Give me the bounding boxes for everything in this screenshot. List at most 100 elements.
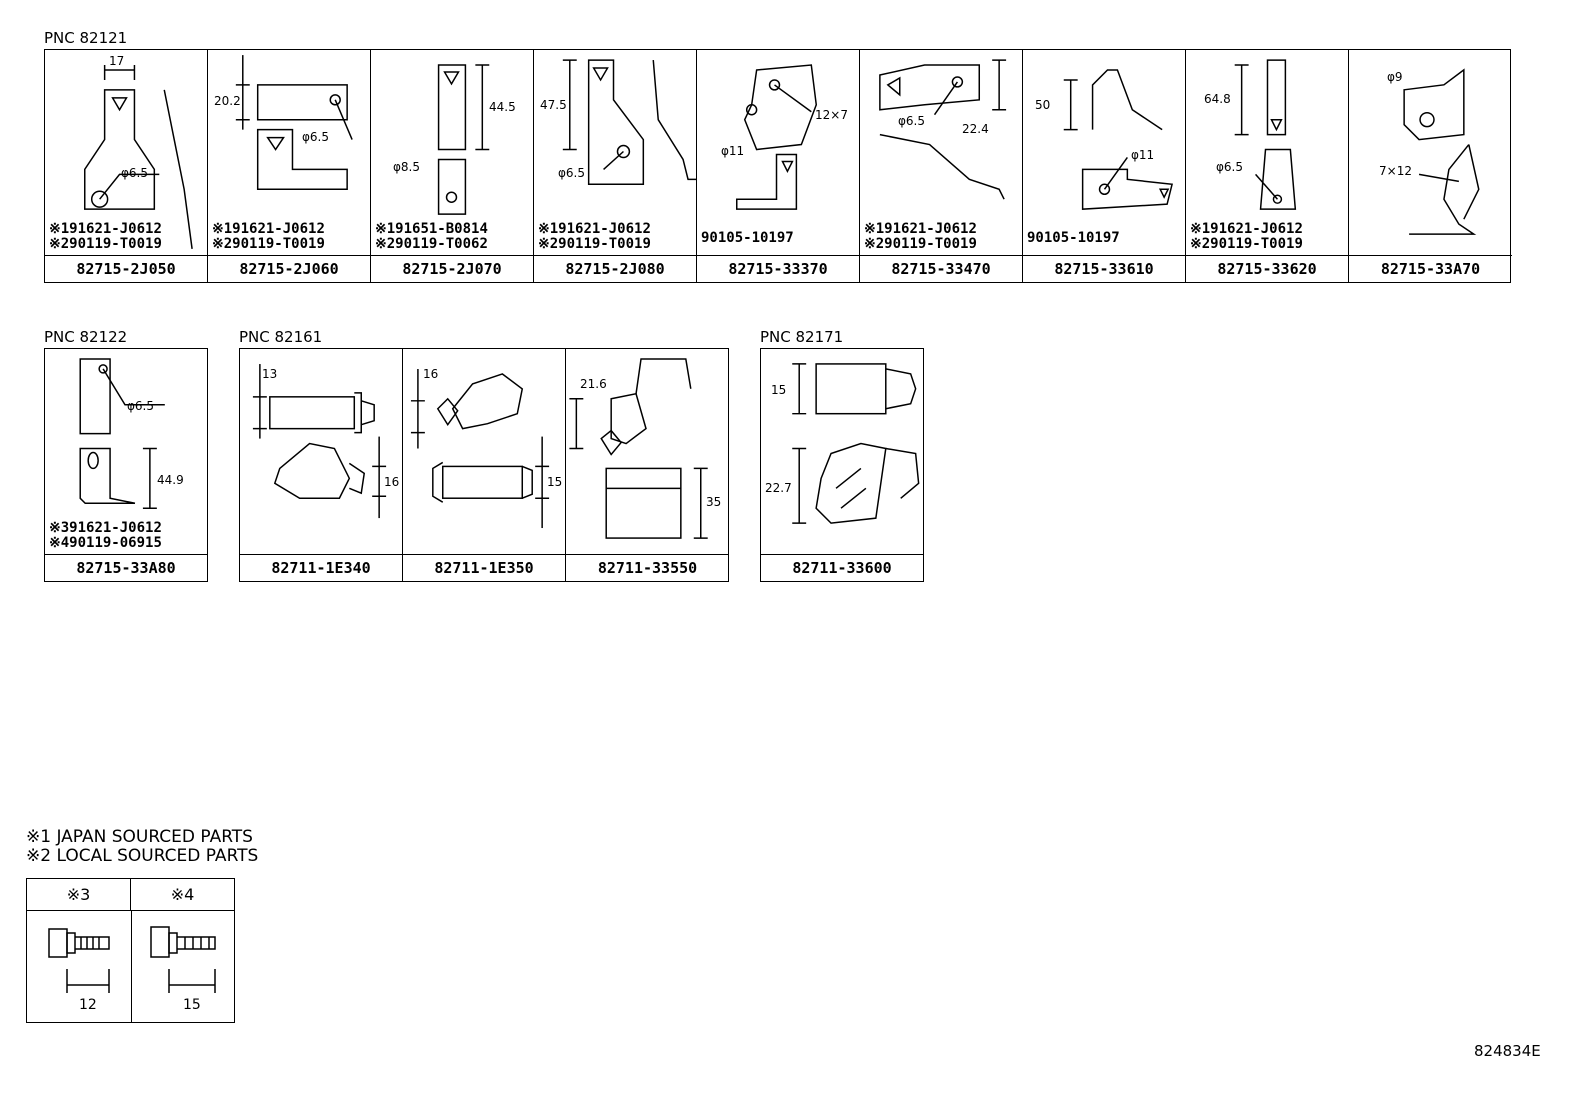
part-cell[interactable]: 13 16 82711-1E340 — [240, 349, 403, 581]
dimension-label: φ6.5 — [558, 166, 585, 180]
section-label-82122: PNC 82122 — [44, 328, 128, 346]
part-number[interactable]: 82715-2J080 — [534, 255, 696, 282]
dimension-label: φ6.5 — [1216, 160, 1243, 174]
bracket-drawing — [736, 64, 818, 210]
dimension-label: 16 — [423, 367, 439, 381]
bolt-number: ※290119-T0019 — [864, 236, 977, 252]
section-82171-table: 15 22.7 82711-33600 — [760, 348, 924, 582]
bracket-drawing — [437, 64, 490, 215]
section-label-82121: PNC 82121 — [44, 29, 128, 47]
dimension-label: 22.7 — [765, 481, 792, 495]
bolt-number: ※191621-J0612 — [212, 221, 325, 237]
part-cell[interactable]: φ6.5 44.9 ※391621-J0612 ※490119-06915 82… — [45, 349, 207, 581]
bolt-legend-table: ※3 ※4 12 15 — [26, 878, 235, 1023]
note-japan-sourced: ※1 JAPAN SOURCED PARTS — [26, 827, 253, 847]
part-number[interactable]: 82715-33470 — [860, 255, 1022, 282]
dimension-label: φ6.5 — [121, 166, 148, 180]
bolt-number: ※191621-J0612 — [49, 221, 162, 237]
dimension-label: 15 — [547, 475, 563, 489]
clamp-drawing — [410, 369, 550, 529]
bracket-drawing — [1234, 59, 1297, 210]
legend-header-3: ※3 — [27, 879, 131, 911]
bracket-drawing — [879, 59, 1007, 200]
dimension-label: 15 — [771, 383, 787, 397]
bolt-number: ※391621-J0612 — [49, 520, 162, 536]
dimension-label: 44.9 — [157, 473, 184, 487]
part-cell[interactable]: 17 φ6.5 ※191621-J0612 ※290119-T0019 8271… — [45, 50, 208, 282]
part-number[interactable]: 82711-1E340 — [240, 554, 402, 581]
part-number[interactable]: 82715-33610 — [1023, 255, 1185, 282]
bracket-drawing — [1403, 68, 1480, 235]
part-cell[interactable]: 20.2 φ6.5 ※191621-J0612 ※290119-T0019 82… — [208, 50, 371, 282]
bolt-number: ※191621-J0612 — [1190, 221, 1303, 237]
dimension-label: 21.6 — [580, 377, 607, 391]
dimension-label: φ11 — [1131, 148, 1155, 162]
dimension-label: φ8.5 — [393, 160, 420, 174]
part-number[interactable]: 82715-2J070 — [371, 255, 533, 282]
bracket-drawing — [1063, 69, 1174, 210]
bolt-number: 90105-10197 — [1027, 230, 1120, 246]
part-number[interactable]: 82711-33600 — [761, 554, 923, 581]
dimension-label: φ6.5 — [898, 114, 925, 128]
part-cell[interactable]: 44.5 φ8.5 ※191651-B0814 ※290119-T0062 82… — [371, 50, 534, 282]
part-number[interactable]: 82715-2J050 — [45, 255, 207, 282]
part-cell[interactable]: 64.8 φ6.5 ※191621-J0612 ※290119-T0019 82… — [1186, 50, 1349, 282]
dimension-label: 7×12 — [1379, 164, 1412, 178]
bolt-number: ※290119-T0019 — [49, 236, 162, 252]
clip-drawing — [792, 363, 920, 524]
bolt-number: ※191621-J0612 — [864, 221, 977, 237]
clamp-drawing — [569, 358, 708, 539]
bracket-drawing — [84, 65, 193, 250]
dimension-label: φ6.5 — [302, 130, 329, 144]
dimension-label: 64.8 — [1204, 92, 1231, 106]
part-number[interactable]: 82715-33A70 — [1349, 255, 1512, 282]
bracket-drawing — [235, 55, 353, 191]
bolt-number: ※490119-06915 — [49, 535, 162, 551]
part-number[interactable]: 82715-33A80 — [45, 554, 207, 581]
part-cell[interactable]: 15 22.7 82711-33600 — [761, 349, 923, 581]
section-82122-table: φ6.5 44.9 ※391621-J0612 ※490119-06915 82… — [44, 348, 208, 582]
dimension-label: 17 — [109, 54, 125, 68]
dimension-label: φ9 — [1387, 70, 1403, 84]
bolt-number: ※191651-B0814 — [375, 221, 488, 237]
dimension-label: 50 — [1035, 98, 1051, 112]
dimension-label: φ11 — [721, 144, 745, 158]
dimension-label: 12×7 — [815, 108, 848, 122]
dimension-label: 44.5 — [489, 100, 516, 114]
bolt-number: 90105-10197 — [701, 230, 794, 246]
bolt-number: ※290119-T0019 — [212, 236, 325, 252]
dimension-label: 13 — [262, 367, 278, 381]
part-cell[interactable]: 12×7 φ11 90105-10197 82715-33370 — [697, 50, 860, 282]
part-cell[interactable]: 16 15 82711-1E350 — [403, 349, 566, 581]
dimension-label: 20.2 — [214, 94, 241, 108]
bolt-number: ※191621-J0612 — [538, 221, 651, 237]
dimension-label: 16 — [384, 475, 400, 489]
bracket-drawing — [79, 358, 165, 509]
part-number[interactable]: 82711-33550 — [566, 554, 729, 581]
part-number[interactable]: 82711-1E350 — [403, 554, 565, 581]
legend-divider — [131, 911, 132, 1022]
legend-dim-3: 12 — [79, 997, 97, 1013]
part-number[interactable]: 82715-2J060 — [208, 255, 370, 282]
dimension-label: 35 — [706, 495, 722, 509]
section-label-82161: PNC 82161 — [239, 328, 323, 346]
legend-header-4: ※4 — [131, 879, 234, 911]
bolt-number: ※290119-T0062 — [375, 236, 488, 252]
section-82161-table: 13 16 82711-1E340 16 15 82711-1E350 — [239, 348, 729, 582]
part-cell[interactable]: φ9 7×12 82715-33A70 — [1349, 50, 1512, 282]
bolt-icon — [48, 926, 216, 993]
dimension-label: φ6.5 — [127, 399, 154, 413]
part-cell[interactable]: 50 φ11 90105-10197 82715-33610 — [1023, 50, 1186, 282]
legend-dim-4: 15 — [183, 997, 201, 1013]
dimension-label: 47.5 — [540, 98, 567, 112]
diagram-code: 824834E — [1474, 1042, 1541, 1060]
clamp-drawing — [252, 364, 387, 519]
note-local-sourced: ※2 LOCAL SOURCED PARTS — [26, 846, 259, 866]
part-number[interactable]: 82715-33620 — [1186, 255, 1348, 282]
part-cell[interactable]: 47.5 φ6.5 ※191621-J0612 ※290119-T0019 82… — [534, 50, 697, 282]
bolt-number: ※290119-T0019 — [538, 236, 651, 252]
bracket-drawing — [562, 59, 696, 186]
part-cell[interactable]: 21.6 35 82711-33550 — [566, 349, 729, 581]
part-cell[interactable]: φ6.5 22.4 ※191621-J0612 ※290119-T0019 82… — [860, 50, 1023, 282]
part-number[interactable]: 82715-33370 — [697, 255, 859, 282]
